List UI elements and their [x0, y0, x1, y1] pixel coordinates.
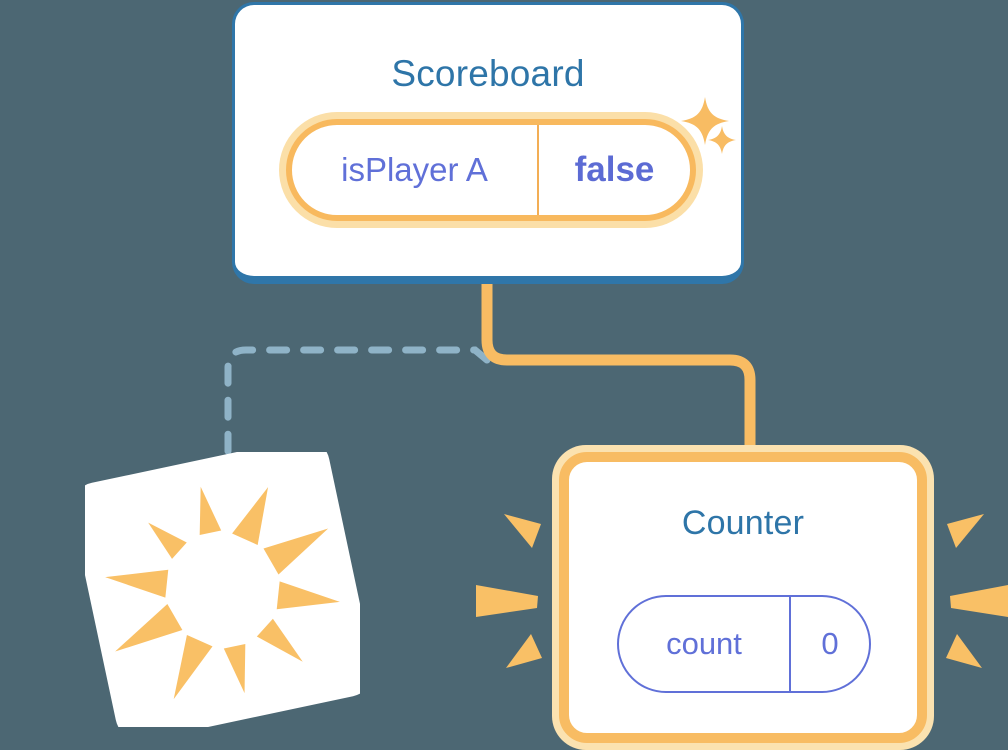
flash-card-graphic [71, 438, 374, 741]
scoreboard-pill-key: isPlayer A [341, 151, 488, 188]
scoreboard-title: Scoreboard [391, 53, 585, 94]
scoreboard-state-pill[interactable]: isPlayer A false [286, 119, 696, 221]
flash-card-surface [71, 438, 374, 741]
sparkle-large-icon [681, 97, 729, 145]
counter-pill-divider [789, 597, 791, 691]
counter-title: Counter [681, 504, 805, 542]
dashed-connector-to-flash-card [224, 346, 491, 474]
solid-connector-to-counter [481, 283, 756, 470]
scoreboard-pill-value: false [574, 150, 655, 189]
counter-state-pill[interactable]: count 0 [617, 595, 871, 693]
counter-card[interactable]: Counter count 0 [559, 452, 927, 743]
scoreboard-pill-divider [537, 125, 539, 215]
scoreboard-pill-glow: isPlayer A false [279, 112, 703, 228]
flash-card[interactable] [71, 438, 374, 741]
counter-pill-value: 0 [821, 626, 839, 661]
counter-pill-key: count [666, 626, 742, 661]
flash-card-rays [105, 486, 340, 700]
sparkle-small-icon [708, 126, 736, 154]
scoreboard-card[interactable]: Scoreboard isPlayer A false [232, 2, 744, 284]
counter-card-glow: Counter count 0 [552, 445, 934, 750]
